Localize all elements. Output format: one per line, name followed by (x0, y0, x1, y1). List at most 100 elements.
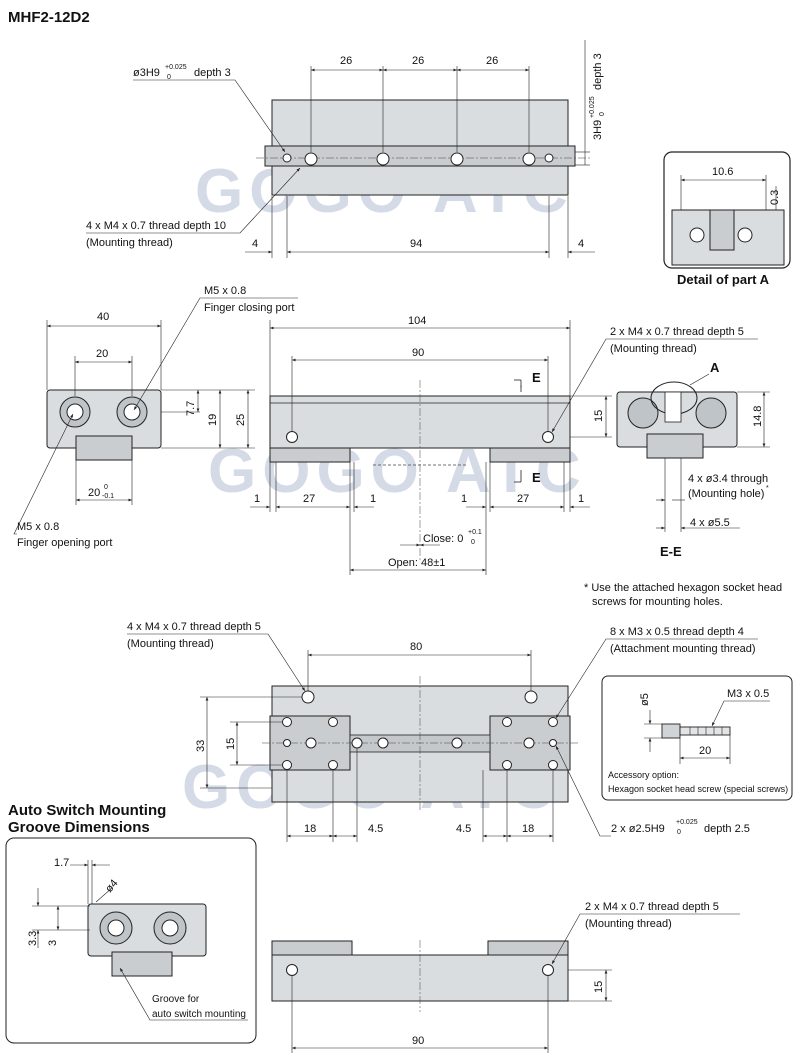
detail-a-caption: Detail of part A (677, 272, 770, 287)
dim-40: 40 (97, 311, 109, 323)
counterbore: 4 x ø5.5 (690, 517, 730, 529)
accessory-frame (601, 675, 793, 801)
dim-14-8: 14.8 (752, 406, 764, 427)
dim-19: 19 (207, 414, 219, 426)
dim-20-bottom: 20 (88, 487, 100, 499)
close-label: Close: 0 (423, 533, 463, 545)
pin-hole-tol-upper: +0.025 (165, 64, 187, 71)
dim-15-front: 15 (593, 410, 605, 422)
dim-10-6: 10.6 (712, 166, 733, 178)
dim-80: 80 (410, 641, 422, 653)
auto-switch-heading-1: Auto Switch Mounting (8, 802, 166, 819)
top-view: 26 26 26 ø3H9 +0.025 0 depth 3 3H9 +0.02… (86, 40, 606, 258)
pin-depth: depth 2.5 (704, 823, 750, 835)
dim-20-tol-lower: -0.1 (102, 493, 114, 500)
bottom-view: 4 x M4 x 0.7 thread depth 5 (Mounting th… (127, 621, 758, 842)
dim-1-b: 1 (370, 493, 376, 505)
pin-tol-lower: 0 (677, 829, 681, 836)
attach-thread: 8 x M3 x 0.5 thread depth 4 (610, 626, 744, 638)
accessory-caption-2: Hexagon socket head screw (special screw… (608, 784, 788, 794)
mount-thread: 4 x M4 x 0.7 thread depth 10 (86, 220, 226, 232)
front-view: 104 90 15 E E 2 x M4 x 0.7 thread depth … (250, 315, 758, 575)
groove-label-2: auto switch mounting (152, 1009, 246, 1020)
svg-text:depth 3: depth 3 (592, 53, 604, 90)
pin-hole-label: ø3H9 (133, 67, 160, 79)
auto-switch-section: Auto Switch Mounting Groove Dimensions 1… (5, 802, 257, 1044)
accessory-box: ø5 M3 x 0.5 20 Accessory option: Hexagon… (601, 675, 793, 801)
front-thread-note: (Mounting thread) (610, 343, 697, 355)
dim-4-right: 4 (578, 238, 584, 250)
close-tol-lower: 0 (471, 539, 475, 546)
accessory-caption-1: Accessory option: (608, 770, 679, 780)
thread-hole-3 (450, 152, 464, 166)
dim-90: 90 (412, 347, 424, 359)
dim-1-d: 1 (578, 493, 584, 505)
dim-1-7: 1.7 (54, 857, 69, 869)
front-finger-left (269, 447, 351, 463)
thread-hole-1 (304, 152, 318, 166)
top-view-rail (264, 145, 576, 167)
footnote-line1: * Use the attached hexagon socket head (584, 582, 782, 594)
pin-hole-depth: depth 3 (194, 67, 231, 79)
groove-label-1: Groove for (152, 994, 200, 1005)
footnote-line2: screws for mounting holes. (592, 596, 723, 608)
dim-27-a: 27 (303, 493, 315, 505)
dim-4-5-a: 4.5 (368, 823, 383, 835)
page-title: MHF2-12D2 (8, 9, 90, 26)
closing-port-size: M5 x 0.8 (204, 285, 246, 297)
pin-hole-spec: 2 x ø2.5H9 (611, 823, 665, 835)
accessory-dim-5: ø5 (639, 693, 651, 706)
dim-20: 20 (96, 348, 108, 360)
dim-15-bottom: 15 (225, 738, 237, 750)
end-view: 40 20 7.7 19 25 20 0 -0.1 M5 x 0.8 Finge… (13, 285, 298, 549)
svg-text:0: 0 (599, 112, 606, 116)
front-finger-right (489, 447, 571, 463)
dim-33: 33 (195, 740, 207, 752)
side-thread: 2 x M4 x 0.7 thread depth 5 (585, 901, 719, 913)
mount-thread-note: (Mounting thread) (86, 237, 173, 249)
opening-port-size: M5 x 0.8 (17, 521, 59, 533)
svg-text:3H9: 3H9 (592, 120, 604, 140)
front-thread: 2 x M4 x 0.7 thread depth 5 (610, 326, 744, 338)
section-mark-top: E (532, 370, 541, 385)
thread-hole-4 (522, 152, 536, 166)
section-ee-finger (646, 433, 704, 459)
close-tol-upper: +0.1 (468, 529, 482, 536)
dim-26-c: 26 (486, 55, 498, 67)
detail-a-slot (709, 209, 735, 251)
accessory-dim-20: 20 (699, 745, 711, 757)
dim-15-side: 15 (593, 981, 605, 993)
section-mark-bottom: E (532, 470, 541, 485)
hole-asterisk: * (766, 485, 769, 492)
side-thread-note: (Mounting thread) (585, 918, 672, 930)
auto-switch-heading-2: Groove Dimensions (8, 819, 150, 836)
dim-4-5-b: 4.5 (456, 823, 471, 835)
detail-a: 10.6 0.3 Detail of part A (663, 151, 791, 287)
pin-hole-left (282, 153, 292, 163)
end-view-finger (75, 435, 133, 461)
dim-7-7: 7.7 (185, 401, 197, 416)
dim-3: 3 (47, 940, 59, 946)
opening-port-note: Finger opening port (17, 537, 112, 549)
closing-port-note: Finger closing port (204, 302, 295, 314)
section-ee: A 14.8 4 x ø3.4 through (Mounting hole) … (584, 360, 782, 608)
hole-through: 4 x ø3.4 through (688, 473, 768, 485)
open-label: Open: 48±1 (388, 557, 445, 569)
marker-a: A (710, 360, 720, 375)
dim-0-3: 0.3 (769, 190, 781, 205)
accessory-thread: M3 x 0.5 (727, 688, 769, 700)
dim-104: 104 (408, 315, 426, 327)
thread-hole-2 (376, 152, 390, 166)
side-hole-label-group: 3H9 +0.025 0 depth 3 (589, 53, 606, 140)
dim-27-b: 27 (517, 493, 529, 505)
pin-hole-right (544, 153, 554, 163)
dim-25: 25 (235, 414, 247, 426)
dim-94: 94 (410, 238, 422, 250)
dim-1-a: 1 (254, 493, 260, 505)
pin-hole-tol-lower: 0 (167, 74, 171, 81)
bottom-thread: 4 x M4 x 0.7 thread depth 5 (127, 621, 261, 633)
dim-26-b: 26 (412, 55, 424, 67)
bottom-thread-note: (Mounting thread) (127, 638, 214, 650)
